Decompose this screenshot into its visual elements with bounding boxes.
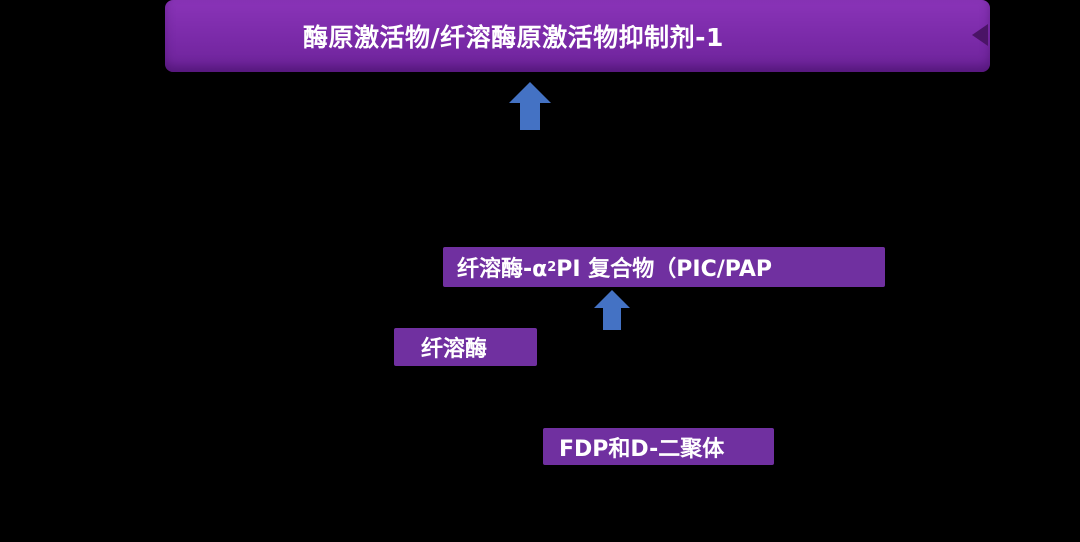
pic-label-prefix: 纤溶酶-α: [457, 257, 548, 282]
fdp-label: FDP和D-二聚体: [559, 436, 725, 462]
pic-label-suffix: PI 复合物（PIC/PAP: [556, 257, 773, 282]
plasmin-node: 纤溶酶: [394, 328, 537, 366]
up-arrow-icon: [509, 82, 551, 130]
up-arrow-shape: [509, 82, 551, 130]
banner-text: 酶原激活物/纤溶酶原激活物抑制剂-1: [303, 23, 724, 52]
up-arrow-shape: [594, 290, 630, 330]
top-banner: 酶原激活物/纤溶酶原激活物抑制剂-1: [165, 0, 990, 72]
plasmin-label: 纤溶酶: [421, 337, 488, 362]
up-arrow-icon: [594, 290, 630, 330]
fdp-d-dimer-node: FDP和D-二聚体: [543, 428, 774, 465]
pic-label-subscript: 2: [547, 259, 557, 275]
banner-notch: [972, 24, 988, 46]
